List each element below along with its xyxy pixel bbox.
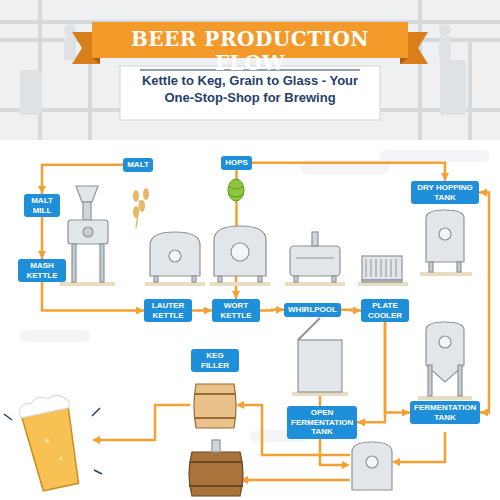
label-text: MASH KETTLE	[22, 261, 62, 280]
label-text: PLATE COOLER	[365, 301, 405, 320]
flow-arrow	[479, 193, 489, 413]
process-label: FERMENTATION TANK	[410, 401, 480, 424]
label-text: WORT KETTLE	[216, 301, 256, 320]
label-text: LAUTER KETTLE	[148, 301, 188, 320]
process-label: MALT MILL	[24, 194, 60, 217]
process-label: LAUTER KETTLE	[144, 299, 192, 322]
flow-arrow	[252, 163, 445, 181]
flow-arrow	[42, 282, 144, 311]
flow-arrow	[192, 309, 212, 312]
label-text: MALT	[127, 160, 149, 170]
process-label: KEG FILLER	[191, 349, 239, 372]
process-label: HOPS	[221, 156, 252, 170]
label-text: DRY HOPPING TANK	[415, 183, 475, 202]
flow-arrow	[357, 322, 385, 422]
process-label: DRY HOPPING TANK	[411, 181, 479, 204]
process-label: MASH KETTLE	[18, 259, 66, 282]
label-text: KEG FILLER	[195, 351, 235, 370]
label-text: MALT MILL	[28, 196, 56, 215]
subtitle: Kettle to Keg, Grain to Glass - Your One…	[130, 72, 370, 106]
label-text: OPEN FERMENTATION TANK	[291, 408, 353, 437]
process-label: PLATE COOLER	[361, 299, 409, 322]
label-text: HOPS	[225, 158, 248, 168]
label-text: FERMENTATION TANK	[414, 403, 476, 422]
process-label: WHIRLPOOL	[284, 303, 341, 317]
process-label: MALT	[123, 158, 153, 172]
flow-arrow	[260, 309, 284, 312]
process-label: WORT KETTLE	[212, 299, 260, 322]
flow-arrow	[341, 309, 361, 312]
flow-arrow	[41, 217, 44, 259]
flow-arrow	[385, 322, 410, 413]
label-text: WHIRLPOOL	[288, 305, 337, 315]
banner-title: BEER PRODUCTION FLOW	[100, 27, 400, 75]
process-label: OPEN FERMENTATION TANK	[287, 406, 357, 439]
